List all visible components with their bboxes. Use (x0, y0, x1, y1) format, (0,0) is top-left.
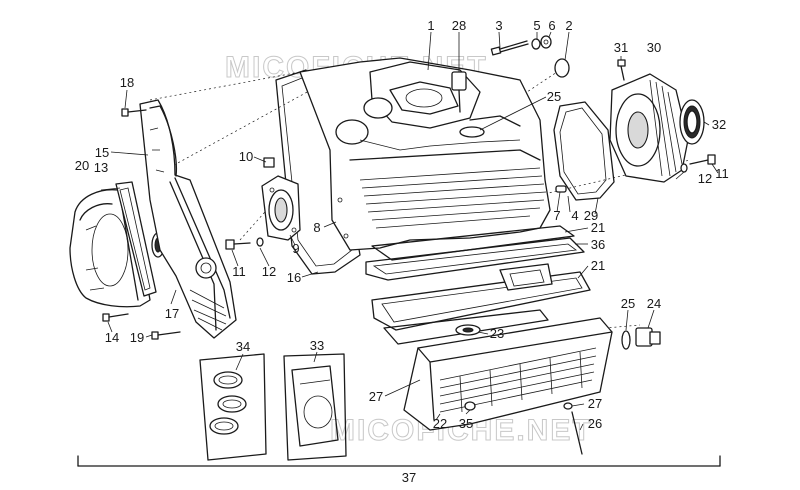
label-33: 33 (310, 338, 324, 353)
part-21-36-sump-gaskets (365, 225, 591, 345)
part-18-screw (121, 108, 147, 117)
label-20: 20 (75, 158, 89, 173)
label-29: 29 (584, 208, 598, 223)
leader-lines (100, 31, 719, 431)
label-18: 18 (120, 75, 134, 90)
label-32: 32 (712, 117, 726, 132)
label-17: 17 (165, 306, 179, 321)
part-29-rear-gasket (553, 101, 615, 201)
label-26: 26 (588, 416, 602, 431)
part-30-rear-cover (609, 73, 689, 183)
part-34-gasket-kit (199, 353, 267, 461)
label-25-top: 25 (547, 89, 561, 104)
label-34: 34 (236, 339, 250, 354)
label-6: 6 (548, 18, 555, 33)
label-27-right: 27 (588, 396, 602, 411)
part-26-drain-bolt (563, 402, 583, 455)
label-2: 2 (565, 18, 572, 33)
part-15-front-cover (139, 99, 237, 339)
part-11-12-front-bolt (225, 237, 264, 250)
part-23-strainer (455, 324, 481, 336)
kit-bracket-37 (77, 455, 721, 467)
label-31: 31 (614, 40, 628, 55)
label-21-upper: 21 (591, 220, 605, 235)
label-15: 15 (95, 145, 109, 160)
label-27-left: 27 (369, 389, 383, 404)
part-labels: 1 28 3 5 6 2 31 30 18 15 20 13 25 32 10 … (75, 18, 729, 485)
part-32-oil-seal (679, 99, 705, 145)
label-5: 5 (533, 18, 540, 33)
label-11-front: 11 (232, 264, 246, 279)
part-24-25-drain-plug (621, 327, 661, 350)
label-35: 35 (459, 416, 473, 431)
label-22: 22 (433, 416, 447, 431)
label-30: 30 (647, 40, 661, 55)
part-33-gasket-kit (283, 353, 347, 461)
label-1: 1 (427, 18, 434, 33)
label-16: 16 (287, 270, 301, 285)
label-36: 36 (591, 237, 605, 252)
label-37: 37 (402, 470, 416, 485)
label-9: 9 (292, 241, 299, 256)
part-9-flange (261, 175, 301, 241)
label-4: 4 (571, 208, 578, 223)
label-10: 10 (239, 149, 253, 164)
part-19-screw (151, 331, 181, 340)
part-11-12-rear-bolt (680, 154, 716, 173)
label-24: 24 (647, 296, 661, 311)
part-22-oil-sump (403, 317, 613, 431)
part-7-dowel (555, 185, 567, 193)
label-13: 13 (94, 160, 108, 175)
part-2-plug (554, 58, 570, 78)
label-28: 28 (452, 18, 466, 33)
label-8: 8 (313, 220, 320, 235)
label-12-front: 12 (262, 264, 276, 279)
label-21-lower: 21 (591, 258, 605, 273)
part-5-6-nut-washer (531, 35, 552, 50)
label-3: 3 (495, 18, 502, 33)
label-7: 7 (553, 208, 560, 223)
part-10-nut (263, 157, 275, 168)
label-12-rear: 12 (698, 171, 712, 186)
label-11-rear: 11 (715, 166, 729, 181)
part-31-stud (617, 59, 626, 81)
label-25-right: 25 (621, 296, 635, 311)
label-23: 23 (490, 326, 504, 341)
label-19: 19 (130, 330, 144, 345)
part-13-gasket (115, 181, 157, 297)
part-3-bolt (490, 40, 529, 56)
part-1-crankcase (299, 57, 551, 251)
label-14: 14 (105, 330, 119, 345)
part-14-screw (102, 313, 129, 322)
